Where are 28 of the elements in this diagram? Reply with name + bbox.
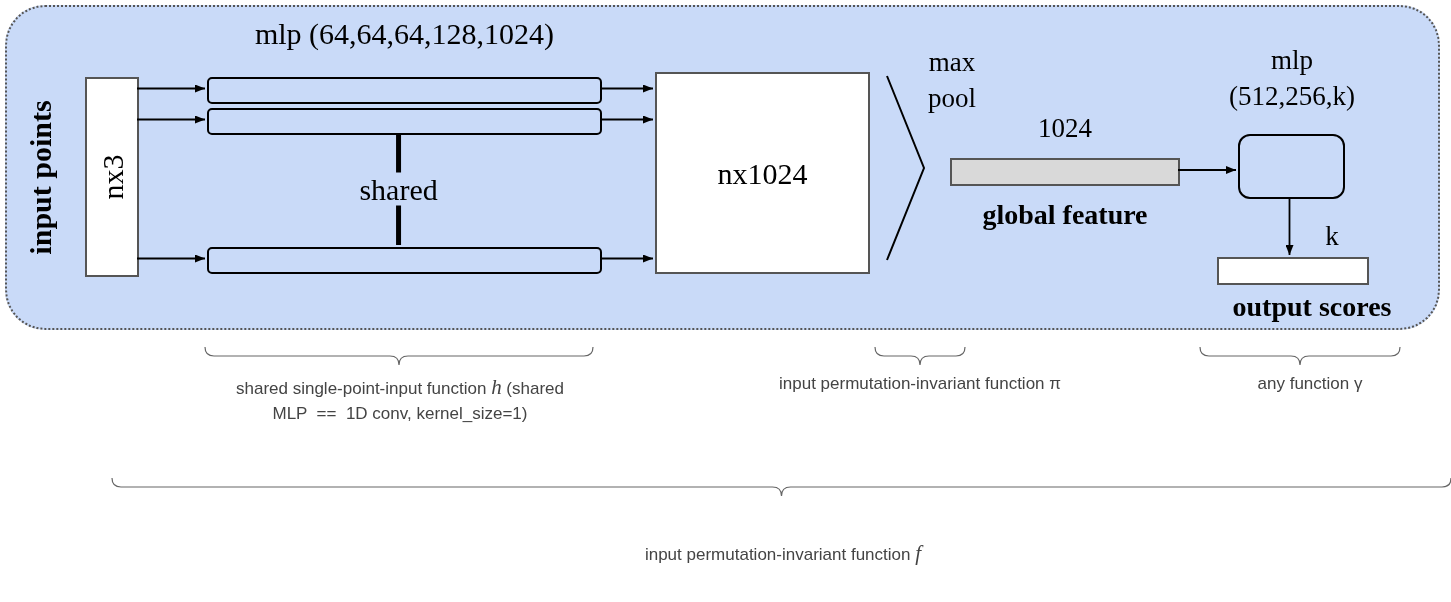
vector-bar bbox=[950, 158, 1180, 186]
tensor-box bbox=[655, 72, 870, 274]
layer-label: mlp (512,256,k) bbox=[1228, 44, 1356, 114]
node-label: global feature bbox=[981, 200, 1149, 231]
size-label: 1024 bbox=[1037, 114, 1093, 144]
tensor-size: nx1024 bbox=[717, 156, 808, 190]
arrow bbox=[599, 254, 654, 263]
function-label: input permutation-invariant function f bbox=[643, 540, 925, 567]
tensor-size: nx3 bbox=[95, 154, 129, 200]
layer-bar bbox=[207, 247, 602, 274]
network-panel bbox=[5, 5, 1440, 330]
function-label: any function γ bbox=[1256, 373, 1364, 395]
arrow bbox=[1285, 196, 1294, 256]
side-label: input points bbox=[23, 99, 57, 257]
operation-label: max pool bbox=[927, 46, 977, 116]
vector-bar bbox=[1217, 257, 1369, 285]
arrow bbox=[599, 84, 654, 93]
layer-label: mlp (64,64,64,128,1024) bbox=[253, 17, 556, 50]
arrow bbox=[599, 115, 654, 124]
layer-bar bbox=[207, 108, 602, 135]
mlp-box bbox=[1238, 134, 1345, 199]
layer-bar bbox=[207, 77, 602, 104]
function-label: input permutation-invariant function π bbox=[778, 373, 1062, 395]
tensor-box bbox=[85, 77, 139, 277]
size-label: k bbox=[1324, 222, 1340, 252]
edge-label: shared bbox=[357, 172, 440, 206]
node-label: output scores bbox=[1231, 292, 1393, 323]
function-label: shared single-point-input function h (shared MLP == 1D conv, kernel_size=1) bbox=[234, 374, 565, 426]
